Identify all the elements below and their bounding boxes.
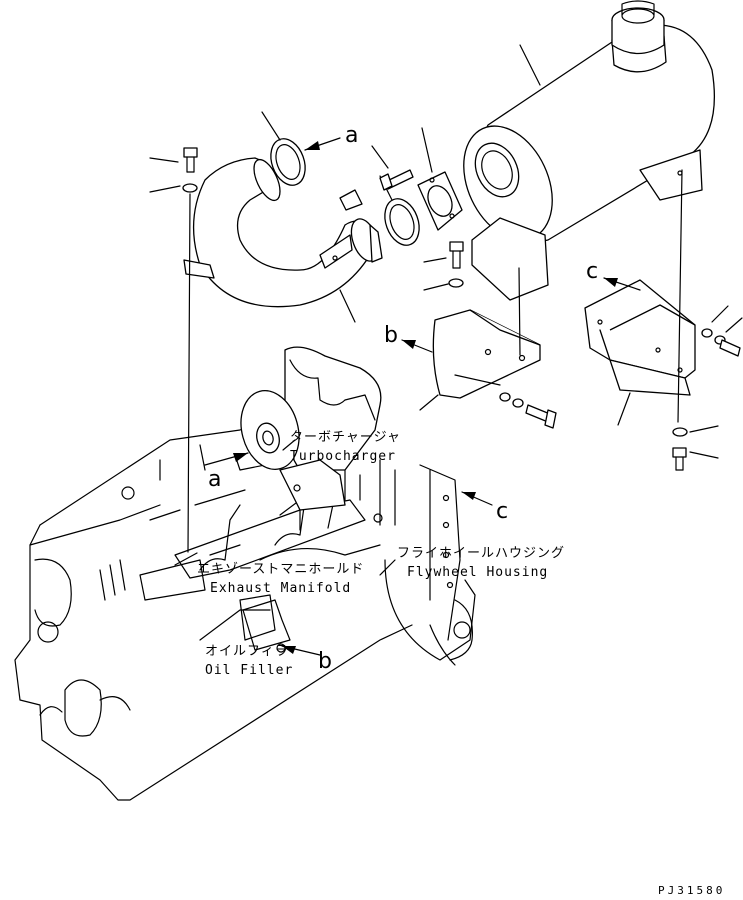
gasket-lower xyxy=(379,175,420,246)
callout-b-bottom: b xyxy=(318,649,332,674)
exhaust-elbow-pipe xyxy=(183,157,383,323)
bolt-left xyxy=(149,147,198,173)
flange xyxy=(417,127,463,231)
muffler xyxy=(463,0,715,301)
bracket-c xyxy=(584,169,696,426)
label-turbocharger-en: Turbocharger xyxy=(290,449,396,464)
label-exhaust-manifold-jp: エキゾーストマニホールド xyxy=(197,562,364,577)
label-oil-filler-jp: オイルフィラ xyxy=(205,644,289,659)
drawing-code: PJ31580 xyxy=(658,884,725,897)
gasket-upper xyxy=(261,111,306,186)
bolt-flange xyxy=(371,145,414,191)
label-flywheel-housing-jp: フライホイールハウジング xyxy=(397,546,565,561)
label-turbocharger-jp: ターボチャージャ xyxy=(290,430,401,445)
label-flywheel-housing-en: Flywheel Housing xyxy=(407,565,548,580)
turbocharger xyxy=(240,346,382,511)
washer-left xyxy=(149,183,198,553)
bolt-mid xyxy=(423,241,464,291)
bolt-bracket-c-bottom xyxy=(672,425,719,471)
engine-block xyxy=(14,404,476,801)
callout-b-top: b xyxy=(384,323,398,348)
callout-a-bottom: a xyxy=(208,467,221,492)
bracket-b xyxy=(419,267,541,411)
bolt-bracket-c-right xyxy=(701,305,743,357)
callout-c-top: c xyxy=(586,259,598,284)
callout-a-top: a xyxy=(345,123,358,148)
label-exhaust-manifold-en: Exhaust Manifold xyxy=(210,581,351,596)
callout-c-bottom: c xyxy=(496,499,508,524)
label-oil-filler-en: Oil Filler xyxy=(205,663,293,678)
bolt-bracket-b xyxy=(499,392,557,429)
arrows xyxy=(174,137,641,656)
